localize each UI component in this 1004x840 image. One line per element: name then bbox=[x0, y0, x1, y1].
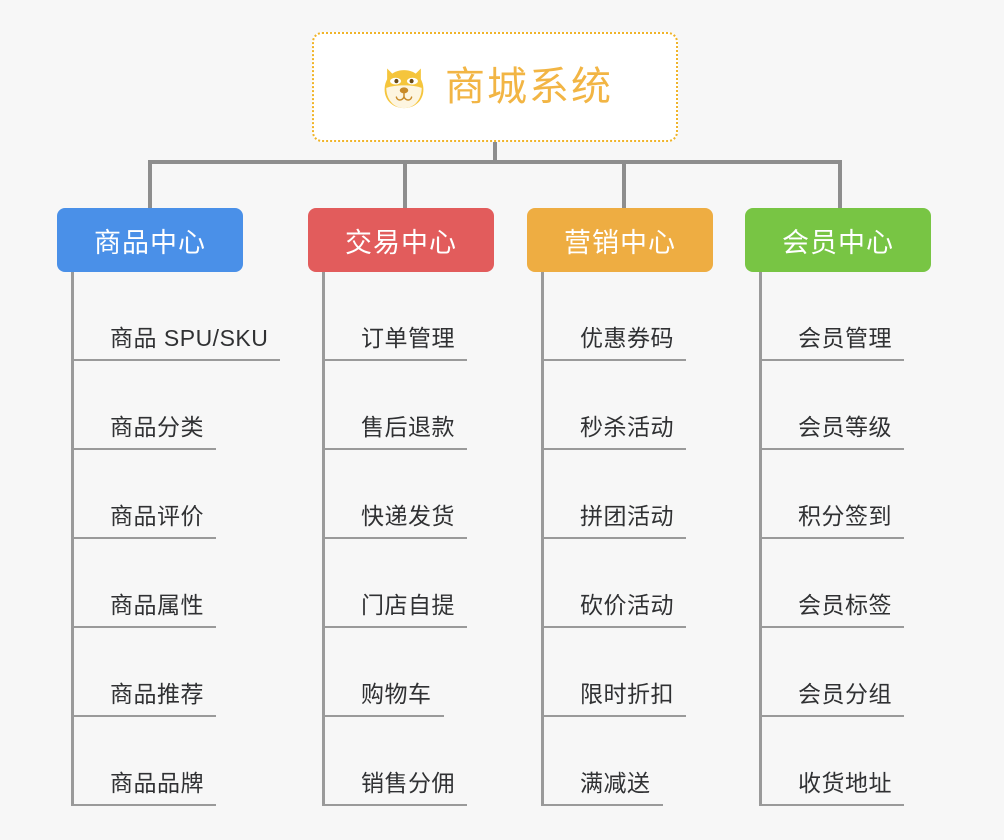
leaf-column-营销中心: 优惠券码秒杀活动拼团活动砍价活动限时折扣满减送 bbox=[541, 272, 686, 806]
leaf-item[interactable]: 优惠券码 bbox=[544, 272, 686, 361]
leaf-item-label: 购物车 bbox=[325, 675, 444, 717]
leaf-item[interactable]: 商品分类 bbox=[74, 361, 280, 450]
leaf-item[interactable]: 会员标签 bbox=[762, 539, 904, 628]
leaf-item[interactable]: 积分签到 bbox=[762, 450, 904, 539]
branch-box-会员中心[interactable]: 会员中心 bbox=[745, 208, 931, 272]
leaf-item-label: 收货地址 bbox=[762, 764, 904, 806]
root-title: 商城系统 bbox=[445, 65, 613, 109]
leaf-column-商品中心: 商品 SPU/SKU 商品分类商品评价商品属性商品推荐商品品牌 bbox=[71, 272, 281, 806]
branch-label: 交易中心 bbox=[345, 227, 457, 258]
branch-box-商品中心[interactable]: 商品中心 bbox=[57, 208, 243, 272]
leaf-item-label: 会员管理 bbox=[762, 319, 904, 361]
leaf-item-label: 快递发货 bbox=[325, 497, 467, 539]
branch-box-交易中心[interactable]: 交易中心 bbox=[308, 208, 494, 272]
branch-drop-connector-3 bbox=[622, 160, 626, 208]
leaf-column-交易中心: 订单管理售后退款快递发货门店自提购物车销售分佣 bbox=[322, 272, 467, 806]
branch-label: 会员中心 bbox=[782, 227, 894, 258]
leaf-item[interactable]: 商品品牌 bbox=[74, 717, 280, 806]
leaf-item-label: 秒杀活动 bbox=[544, 408, 686, 450]
leaf-item-label: 商品属性 bbox=[74, 586, 216, 628]
leaf-item-label: 商品 SPU/SKU bbox=[74, 319, 281, 361]
branch-drop-connector-1 bbox=[148, 160, 152, 208]
leaf-item-label: 售后退款 bbox=[325, 408, 467, 450]
root-stem-connector bbox=[493, 142, 497, 162]
leaf-item-label: 商品分类 bbox=[74, 408, 216, 450]
leaf-item-label: 优惠券码 bbox=[544, 319, 686, 361]
root-node[interactable]: 商城系统 bbox=[312, 32, 678, 142]
leaf-item[interactable]: 收货地址 bbox=[762, 717, 904, 806]
branch-label: 营销中心 bbox=[564, 227, 676, 258]
leaf-item-label: 商品品牌 bbox=[74, 764, 216, 806]
leaf-item[interactable]: 门店自提 bbox=[325, 539, 467, 628]
leaf-item-label: 会员标签 bbox=[762, 586, 904, 628]
leaf-item-label: 门店自提 bbox=[325, 586, 467, 628]
leaf-item[interactable]: 秒杀活动 bbox=[544, 361, 686, 450]
leaf-item[interactable]: 售后退款 bbox=[325, 361, 467, 450]
branch-bus-connector bbox=[150, 160, 840, 164]
leaf-item[interactable]: 商品评价 bbox=[74, 450, 280, 539]
leaf-item-label: 拼团活动 bbox=[544, 497, 686, 539]
leaf-item[interactable]: 拼团活动 bbox=[544, 450, 686, 539]
branch-box-营销中心[interactable]: 营销中心 bbox=[527, 208, 713, 272]
leaf-item[interactable]: 订单管理 bbox=[325, 272, 467, 361]
branch-label: 商品中心 bbox=[94, 227, 206, 258]
branch-drop-connector-4 bbox=[838, 160, 842, 208]
leaf-item[interactable]: 会员等级 bbox=[762, 361, 904, 450]
leaf-item-label: 订单管理 bbox=[325, 319, 467, 361]
branch-drop-connector-2 bbox=[403, 160, 407, 208]
leaf-item-label: 商品评价 bbox=[74, 497, 216, 539]
leaf-item[interactable]: 商品 SPU/SKU bbox=[74, 272, 281, 361]
leaf-item-label: 限时折扣 bbox=[544, 675, 686, 717]
leaf-item-label: 会员分组 bbox=[762, 675, 904, 717]
leaf-item[interactable]: 购物车 bbox=[325, 628, 467, 717]
leaf-item-label: 砍价活动 bbox=[544, 586, 686, 628]
leaf-item-label: 积分签到 bbox=[762, 497, 904, 539]
leaf-item[interactable]: 砍价活动 bbox=[544, 539, 686, 628]
leaf-item[interactable]: 商品属性 bbox=[74, 539, 280, 628]
leaf-item[interactable]: 商品推荐 bbox=[74, 628, 280, 717]
leaf-item-label: 满减送 bbox=[544, 764, 663, 806]
leaf-item-label: 会员等级 bbox=[762, 408, 904, 450]
dog-face-icon bbox=[384, 68, 424, 109]
leaf-item[interactable]: 会员分组 bbox=[762, 628, 904, 717]
leaf-item[interactable]: 销售分佣 bbox=[325, 717, 467, 806]
leaf-column-会员中心: 会员管理会员等级积分签到会员标签会员分组收货地址 bbox=[759, 272, 904, 806]
leaf-item[interactable]: 限时折扣 bbox=[544, 628, 686, 717]
leaf-item[interactable]: 会员管理 bbox=[762, 272, 904, 361]
leaf-item[interactable]: 快递发货 bbox=[325, 450, 467, 539]
leaf-item[interactable]: 满减送 bbox=[544, 717, 686, 806]
leaf-item-label: 销售分佣 bbox=[325, 764, 467, 806]
leaf-item-label: 商品推荐 bbox=[74, 675, 216, 717]
